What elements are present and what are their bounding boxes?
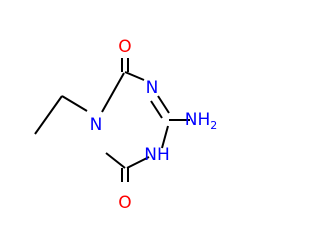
atom-o-bottom: O	[118, 193, 131, 213]
bonds	[34, 58, 190, 182]
bond-c-bottom-to-n-left	[105, 152, 126, 169]
bond-c-top-to-n-top-right	[124, 71, 145, 81]
bond-n-left-to-ch2	[61, 95, 88, 112]
bond-n-top-right-to-c-right	[157, 95, 170, 114]
atom-nh2-subscript: 2	[210, 119, 217, 132]
atom-n-top-right: N	[146, 78, 159, 98]
molecule-structure: O O N N NH NH2	[34, 37, 218, 213]
bond-c-right-to-nh-bottom	[161, 125, 169, 149]
atom-labels: O O N N NH NH2	[90, 37, 218, 213]
atom-n-left: N	[90, 115, 103, 135]
bond-nh-bottom-to-c-bottom	[126, 156, 150, 169]
atom-nh2-main: NH	[185, 110, 211, 130]
atom-nh2: NH2	[185, 110, 218, 132]
bond-n-left-to-c-top	[101, 72, 125, 113]
bond-n-top-right-to-c-right-inner	[150, 100, 163, 119]
atom-nh-bottom: NH	[144, 145, 170, 165]
bond-ch2-to-ch3	[34, 95, 63, 135]
atom-o-top: O	[118, 37, 131, 57]
